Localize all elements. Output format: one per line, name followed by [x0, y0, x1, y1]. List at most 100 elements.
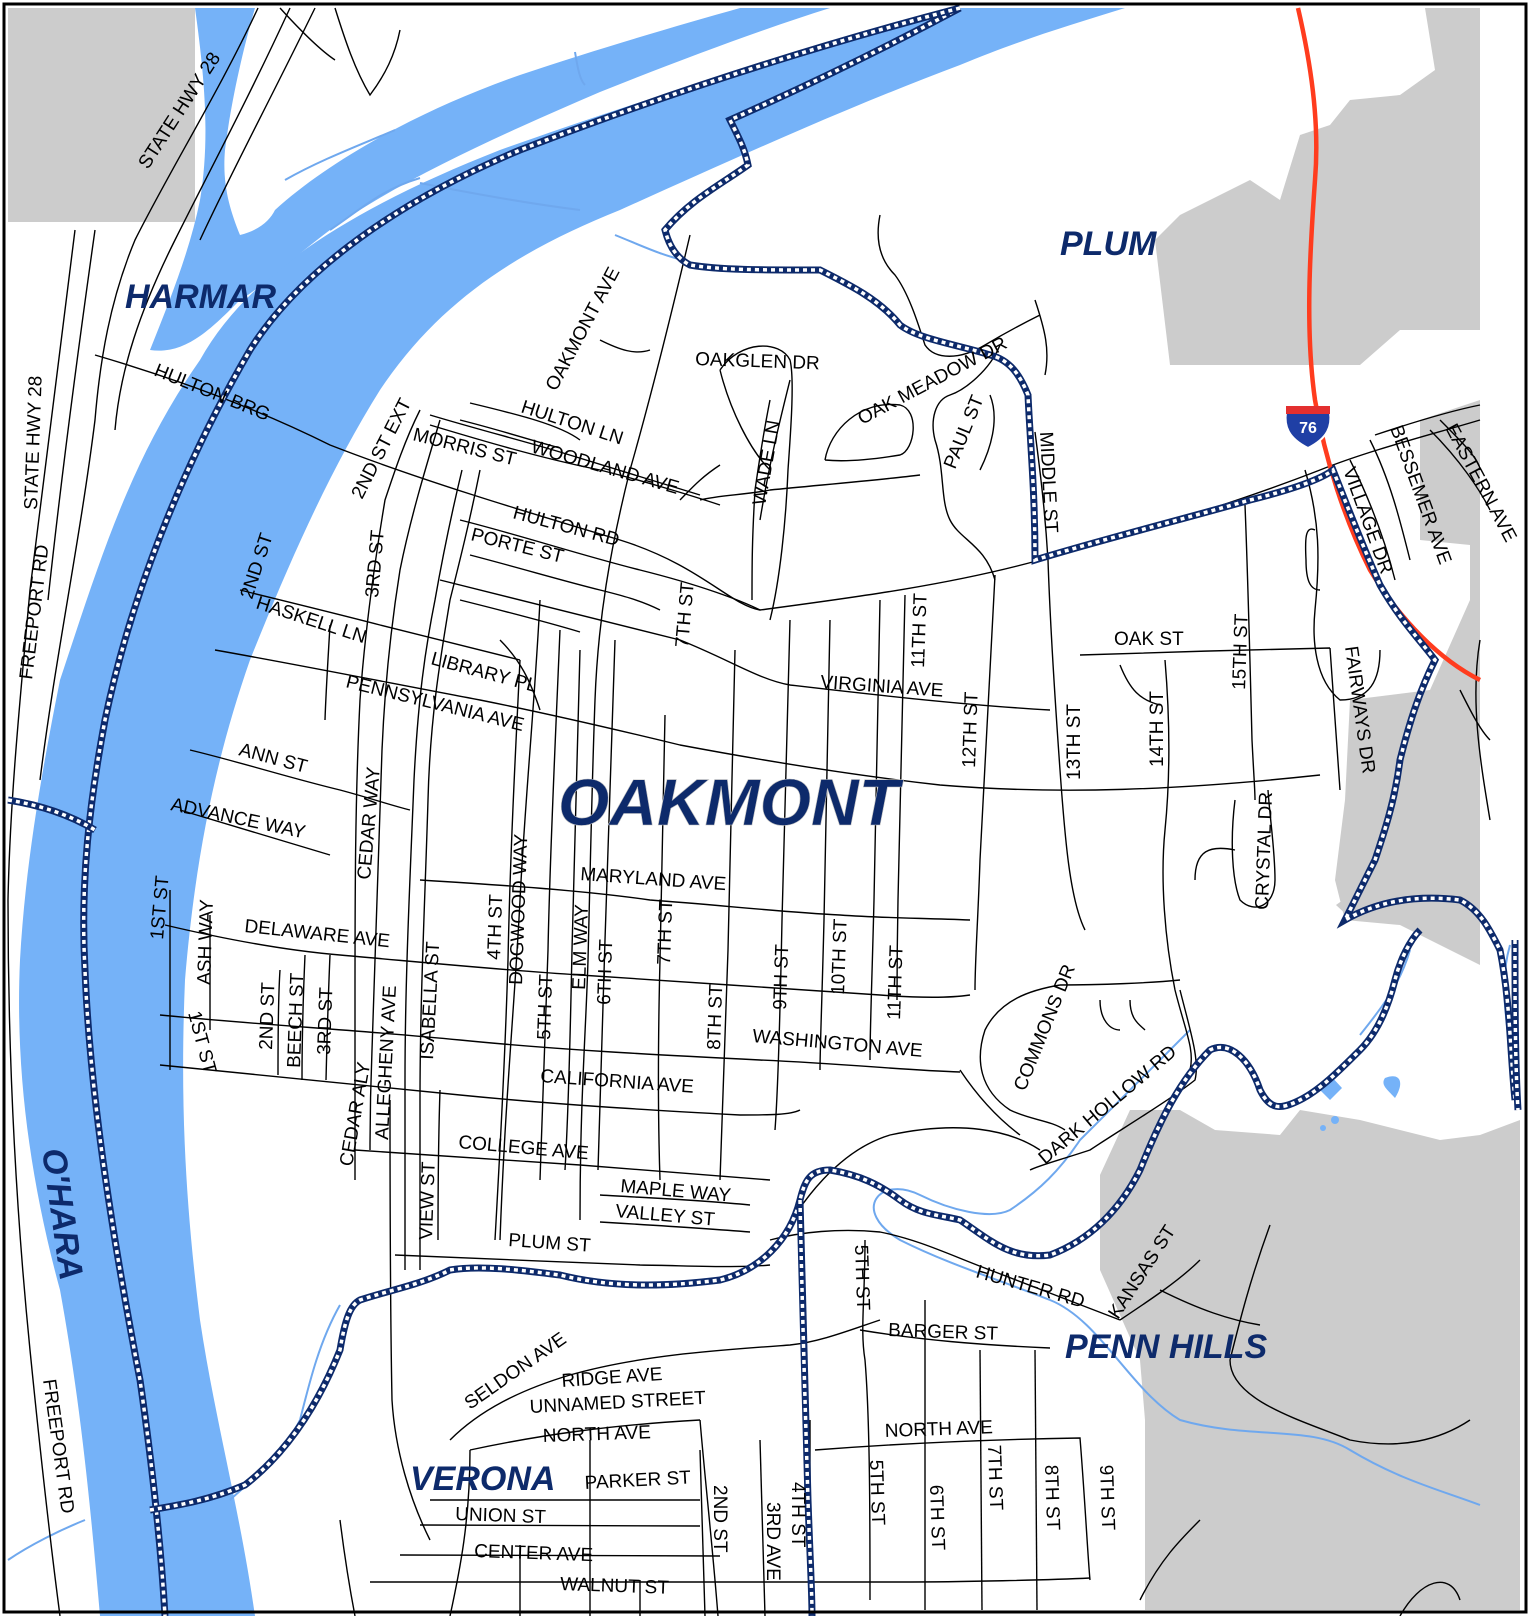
14th-st-road	[1162, 659, 1193, 1071]
street-label: 1ST ST	[183, 1009, 220, 1077]
street-label: 10TH ST	[828, 918, 852, 995]
street-label: FREEPORT RD	[16, 544, 53, 681]
bessemer-ave-road	[1349, 439, 1411, 581]
grid-streets	[169, 574, 996, 1541]
ridge-ave-road	[469, 1419, 701, 1451]
11th-st-2-road	[896, 594, 906, 1001]
street-label: ALLEGHENY AVE	[372, 985, 401, 1140]
oakmont-boundary-dash	[663, 6, 1517, 1101]
verona-8th-st-road	[1034, 1349, 1038, 1611]
2nd-st-road	[277, 624, 331, 1076]
street-label: OAK ST	[1114, 629, 1184, 650]
penn-hills-gray-area	[1100, 1110, 1520, 1610]
woodland-ave-road	[429, 414, 701, 496]
street-label: CEDAR ALY	[336, 1060, 375, 1168]
oakglen-dr-road	[599, 339, 793, 621]
shield-outline	[1284, 411, 1332, 450]
maryland-ave-road	[419, 879, 971, 921]
street-label: VIEW ST	[416, 1161, 440, 1240]
river-channel	[19, 8, 1126, 1616]
view-st-road	[437, 1089, 441, 1241]
ohara-boundary-dash	[7, 798, 96, 832]
street-label: 3RD AVE	[762, 1502, 783, 1581]
street-label: OAKMONT AVE	[542, 264, 625, 394]
state-hwy-28-road	[39, 7, 401, 781]
street-label: ISABELLA ST	[417, 941, 444, 1061]
street-label: 4TH ST	[787, 1482, 808, 1548]
street-label: WOODLAND AVE	[529, 437, 682, 499]
river-dot	[1331, 1116, 1339, 1124]
porte-st-road	[469, 554, 661, 611]
maple-way-road	[599, 1194, 751, 1206]
river-pond	[1318, 1075, 1342, 1100]
dogwood-way-road	[494, 659, 521, 1241]
library-pl-road	[459, 599, 581, 711]
verona-7th-st-road	[979, 1349, 983, 1611]
hunter-rd-road	[769, 1229, 1201, 1321]
street-label: CENTER AVE	[474, 1541, 594, 1566]
street-label: VALLEY ST	[615, 1201, 716, 1231]
label-verona: VERONA	[410, 1460, 555, 1498]
verona-2nd-st-road	[699, 1449, 706, 1617]
street-label: VIRGINIA AVE	[820, 672, 944, 702]
street-label: CRYSTAL DR	[1252, 792, 1277, 911]
east-gray-area	[1335, 400, 1480, 965]
street-label: UNION ST	[455, 1504, 547, 1528]
street-label: FREEPORT RD	[38, 1378, 78, 1515]
street-label: 2ND ST	[256, 982, 279, 1051]
street-label: PLUM ST	[508, 1230, 592, 1257]
street-label: 9TH ST	[1095, 1464, 1118, 1531]
barger-st-road	[859, 1329, 1051, 1349]
verona-5th-st-road	[862, 1239, 871, 1601]
neighbor-land	[8, 8, 1520, 1610]
street-label: WASHINGTON AVE	[752, 1026, 924, 1062]
dark-hollow-rd-road	[959, 989, 1198, 1171]
street-label: 5TH ST	[850, 1244, 873, 1311]
hulton-brg-road	[94, 354, 1481, 611]
harmar-pond	[193, 247, 203, 257]
verona-north-boundary-dash	[149, 928, 1422, 1512]
street-label: 2ND ST	[709, 1485, 730, 1553]
street-label: OAKGLEN DR	[695, 349, 820, 374]
east-stream	[1359, 944, 1511, 1051]
street-label: 14TH ST	[1147, 691, 1168, 767]
street-label: PAUL ST	[940, 392, 988, 472]
7th-st-road	[657, 714, 666, 1181]
street-label: 11TH ST	[908, 592, 932, 668]
harmar-channel	[150, 8, 830, 351]
advance-way-road	[179, 809, 331, 856]
isabella-st-road	[389, 1099, 431, 1541]
street-label: NORTH AVE	[542, 1422, 651, 1447]
ann-st-road	[189, 749, 411, 811]
street-label: MARYLAND AVE	[580, 864, 727, 895]
street-label: LIBRARY PL	[429, 649, 540, 698]
commons-dr-road	[979, 979, 1181, 1131]
3rd-st-2-road	[325, 954, 331, 1081]
street-label: OAK MEADOW DR	[854, 333, 1010, 429]
street-label: COLLEGE AVE	[458, 1132, 590, 1164]
california-ave-road	[159, 1064, 801, 1116]
street-label: 5TH ST	[865, 1459, 888, 1526]
delaware-ave-road	[164, 924, 971, 998]
kansas-st-road	[1159, 1289, 1261, 1326]
shield-route-number: 76	[1299, 420, 1317, 437]
oakmont-ave-road	[579, 234, 691, 1221]
street-label: ELM WAY	[569, 904, 593, 991]
12th-st-road	[974, 574, 996, 991]
municipal-boundaries	[7, 4, 1522, 1617]
eastern-ave-road	[1429, 429, 1491, 741]
street-label: 15TH ST	[1229, 613, 1253, 690]
shield-top-bar	[1286, 406, 1330, 414]
street-label: MIDDLE ST	[1035, 431, 1061, 534]
hulton-rd-road	[459, 519, 761, 611]
street-label: UNNAMED STREET	[529, 1388, 707, 1418]
5th-st-road	[539, 629, 561, 1181]
harmar-stream	[284, 129, 421, 231]
street-label: 7TH ST	[654, 899, 677, 966]
street-label: 8TH ST	[704, 984, 727, 1051]
harmar-gray-area	[8, 8, 195, 222]
street-label: STATE HWY 28	[21, 375, 47, 510]
oak-meadow-dr-road	[824, 214, 1048, 581]
